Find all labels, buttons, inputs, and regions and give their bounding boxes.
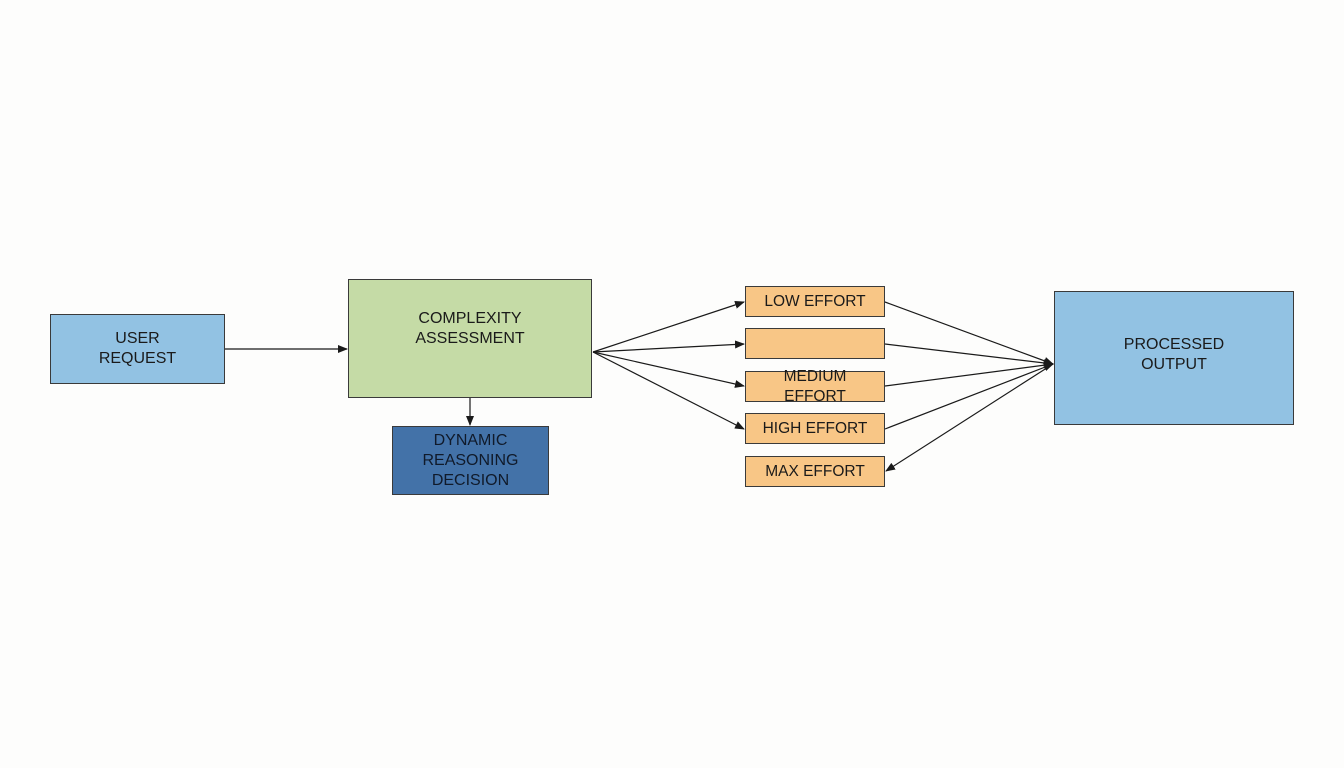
dynamic-reasoning-decision-node: DYNAMIC REASONING DECISION <box>392 426 549 495</box>
processed-output-label: PROCESSED OUTPUT <box>1123 336 1225 373</box>
edge-complexity-to-medium-effort <box>592 351 745 388</box>
edge-complexity-to-high-effort <box>592 351 745 430</box>
complexity-assessment-label: COMPLEXITY ASSESSMENT <box>415 309 525 347</box>
high-effort-label: HIGH EFFORT <box>762 419 868 437</box>
user-request-label: USER REQUEST <box>98 330 177 367</box>
high-effort-node: HIGH EFFORT <box>745 413 885 444</box>
edge-complexity-to-unlabeled-effort <box>592 340 745 353</box>
medium-effort-node: MEDIUM EFFORT <box>745 368 885 405</box>
edge-high-effort-to-output <box>884 363 1054 430</box>
user-request-node: USER REQUEST <box>50 314 225 384</box>
max-effort-node: MAX EFFORT <box>745 456 885 487</box>
unlabeled-effort-node <box>745 328 885 359</box>
medium-effort-label: MEDIUM EFFORT <box>783 367 847 405</box>
complexity-assessment-node: COMPLEXITY ASSESSMENT <box>348 279 592 398</box>
edge-medium-effort-to-output <box>884 361 1054 387</box>
max-effort-label: MAX EFFORT <box>765 462 865 480</box>
edge-low-effort-to-output <box>884 301 1054 365</box>
edge-unlabeled-effort-to-output <box>884 343 1054 367</box>
edge-complexity-to-low-effort <box>592 301 745 353</box>
edge-output-to-max-effort <box>885 363 1054 472</box>
low-effort-label: LOW EFFORT <box>764 292 866 310</box>
low-effort-node: LOW EFFORT <box>745 286 885 317</box>
dynamic-reasoning-decision-label: DYNAMIC REASONING DECISION <box>422 431 519 489</box>
processed-output-node: PROCESSED OUTPUT <box>1054 291 1294 425</box>
